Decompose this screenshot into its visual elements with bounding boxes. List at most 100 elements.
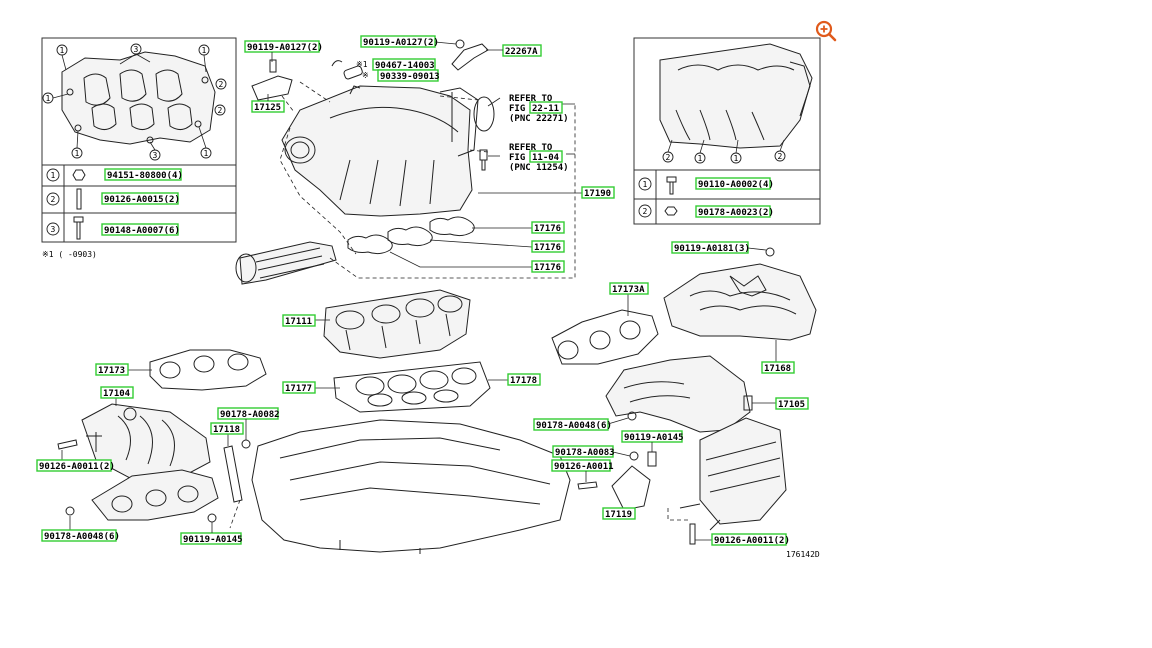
- plenum-dash-outline: [279, 95, 489, 255]
- label-17105[interactable]: 17105: [775, 397, 809, 410]
- label-17178[interactable]: 17178: [507, 373, 541, 386]
- callout-3a: 3: [130, 43, 142, 55]
- callout-3b: 3: [149, 149, 161, 161]
- label-17177[interactable]: 17177: [282, 381, 316, 394]
- bolt-icon: [666, 176, 677, 195]
- label-94151-80800[interactable]: 94151-80800(4): [104, 168, 183, 181]
- bracket-17119-drawing: [611, 465, 651, 511]
- label-90126-A0011-mid[interactable]: 90126-A0011: [551, 459, 614, 472]
- left-table-row-1: 1 94151-80800(4): [46, 168, 183, 182]
- label-17176-1[interactable]: 17176: [531, 221, 565, 234]
- refer-note-2: REFER TO FIG 11-04 (PNC 11254): [509, 143, 569, 173]
- svg-text:94151-80800(4): 94151-80800(4): [107, 171, 183, 181]
- svg-text:17125: 17125: [254, 103, 281, 113]
- svg-text:REFER TO: REFER TO: [509, 143, 553, 153]
- gaskets-17176-drawing: [347, 216, 475, 255]
- label-17111[interactable]: 17111: [282, 314, 316, 327]
- label-17176-2[interactable]: 17176: [531, 240, 565, 253]
- label-17104[interactable]: 17104: [100, 386, 134, 399]
- label-90178-A0082[interactable]: 90178-A0082: [217, 407, 280, 420]
- label-17168[interactable]: 17168: [761, 361, 795, 374]
- label-17119[interactable]: 17119: [602, 507, 636, 520]
- svg-text:90126-A0011(2): 90126-A0011(2): [39, 462, 115, 472]
- svg-text:22-11: 22-11: [532, 104, 559, 114]
- callout-r1b: 1: [730, 152, 742, 164]
- catalytic-converter-right-drawing: [679, 417, 787, 531]
- dash-right: [667, 508, 690, 521]
- mark-2: ※: [362, 71, 369, 80]
- zoom-in-icon[interactable]: [815, 20, 837, 42]
- label-90119-A0127-left[interactable]: 90119-A0127(2): [244, 40, 323, 53]
- label-90126-A0015[interactable]: 90126-A0015(2): [101, 192, 180, 205]
- diagram-id: 176142D: [786, 550, 820, 559]
- label-90119-A0145-left[interactable]: 90119-A0145: [180, 532, 243, 545]
- label-90119-A0181[interactable]: 90119-A0181(3): [671, 241, 750, 254]
- callout-1e: 1: [200, 147, 212, 159]
- left-inset-box: 1 3 1 2 1 2 1 3 1 1 94151-80800(4) 2 901…: [41, 37, 237, 243]
- label-17118[interactable]: 17118: [210, 422, 244, 435]
- callout-r2a: 2: [662, 151, 674, 163]
- svg-text:17168: 17168: [764, 364, 791, 374]
- label-90119-A0145-right[interactable]: 90119-A0145: [621, 430, 684, 443]
- label-fig-22-11[interactable]: 22-11: [529, 101, 563, 114]
- label-90178-A0048-right[interactable]: 90178-A0048(6): [533, 418, 612, 431]
- svg-text:17178: 17178: [510, 376, 537, 386]
- label-90126-A0011-right[interactable]: 90126-A0011(2): [711, 533, 790, 546]
- label-90178-A0048-left[interactable]: 90178-A0048(6): [41, 529, 120, 542]
- bolt-90119-a0145-right: [647, 451, 657, 467]
- svg-text:17104: 17104: [103, 389, 131, 399]
- svg-text:90119-A0145: 90119-A0145: [624, 433, 684, 443]
- label-90178-A0023[interactable]: 90178-A0023(2): [695, 205, 774, 218]
- label-90178-A0083[interactable]: 90178-A0083: [552, 445, 615, 458]
- label-fig-11-04[interactable]: 11-04: [529, 150, 563, 163]
- svg-text:90178-A0083: 90178-A0083: [555, 448, 615, 458]
- footnote: ※1 ( -0903): [42, 250, 97, 259]
- nut-90178-a0083: [629, 451, 639, 461]
- svg-text:1: 1: [51, 171, 56, 180]
- intake-chamber-drawing: [235, 241, 337, 285]
- callout-2a: 2: [215, 78, 227, 90]
- left-exhaust-manifold-drawing: [91, 469, 219, 521]
- svg-text:17177: 17177: [285, 384, 312, 394]
- bolt-icon: [73, 216, 84, 240]
- stud-left: [57, 439, 78, 450]
- label-90339-09013[interactable]: 90339-09013: [377, 69, 440, 82]
- gasket-17173-drawing: [149, 349, 267, 391]
- label-90467-14003[interactable]: 90467-14003: [372, 58, 436, 71]
- bracket-17125-drawing: [251, 59, 293, 101]
- svg-text:90110-A0002(4): 90110-A0002(4): [698, 180, 774, 190]
- svg-text:3: 3: [134, 45, 139, 54]
- label-90148-A0007[interactable]: 90148-A0007(6): [101, 223, 180, 236]
- svg-text:1: 1: [734, 154, 739, 163]
- svg-text:90126-A0011: 90126-A0011: [554, 462, 614, 472]
- svg-text:90119-A0127(2): 90119-A0127(2): [363, 38, 439, 48]
- hose-90467-drawing: [331, 60, 363, 95]
- svg-text:90119-A0145: 90119-A0145: [183, 535, 243, 545]
- label-17176-3[interactable]: 17176: [531, 260, 565, 273]
- svg-text:90178-A0082: 90178-A0082: [220, 410, 280, 420]
- stud-bolt-icon: [76, 188, 82, 210]
- label-17173A[interactable]: 17173A: [609, 282, 649, 295]
- svg-text:90119-A0181(3): 90119-A0181(3): [674, 244, 750, 254]
- svg-text:REFER TO: REFER TO: [509, 94, 553, 104]
- bracket-22267a-drawing: [451, 39, 489, 71]
- callout-2b: 2: [214, 104, 226, 116]
- label-90126-A0011-left[interactable]: 90126-A0011(2): [36, 459, 115, 472]
- label-17173[interactable]: 17173: [95, 363, 129, 376]
- catalytic-converter-left-drawing: [81, 403, 211, 479]
- label-22267A[interactable]: 22267A: [502, 44, 542, 57]
- svg-text:90339-09013: 90339-09013: [380, 72, 440, 82]
- label-90119-A0127-top[interactable]: 90119-A0127(2): [360, 35, 439, 48]
- exhaust-manifold-right-drawing: [605, 355, 753, 433]
- dash-17118: [229, 499, 241, 529]
- gasket-17177-drawing: [333, 361, 491, 413]
- stud-right-bottom: [689, 523, 696, 545]
- label-90110-A0002[interactable]: 90110-A0002(4): [695, 177, 774, 190]
- svg-text:2: 2: [778, 152, 783, 161]
- label-17125[interactable]: 17125: [251, 100, 285, 113]
- refer-note-1: REFER TO FIG 22-11 (PNC 22271): [509, 94, 569, 124]
- label-17190[interactable]: 17190: [581, 186, 615, 199]
- left-table-row-2: 2 90126-A0015(2): [46, 188, 180, 210]
- svg-text:17105: 17105: [778, 400, 805, 410]
